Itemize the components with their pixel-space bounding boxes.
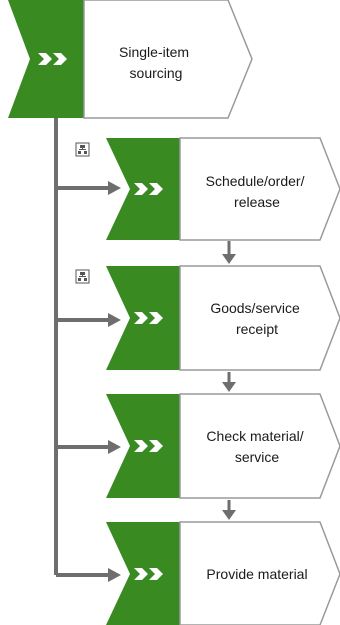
step-label: Goods/service receipt	[210, 300, 303, 337]
step-check-material-service[interactable]: Check material/ service	[106, 393, 340, 499]
branch-arrowhead	[108, 440, 121, 454]
step-label-line: receipt	[236, 321, 278, 337]
step-body	[179, 137, 340, 241]
process-chevron-icon	[38, 53, 67, 65]
process-chevron-icon	[134, 312, 163, 324]
sequence-arrowhead	[222, 382, 236, 392]
step-body	[179, 521, 340, 625]
sequence-arrowhead	[222, 254, 236, 264]
branch-arrowhead	[108, 181, 121, 195]
main-process-label-line: Single-item	[119, 44, 189, 60]
branch-arrowhead	[108, 568, 121, 582]
step-body	[179, 393, 340, 499]
assignment-hierarchy-icon[interactable]	[75, 142, 90, 157]
step-label-line: Provide material	[206, 566, 307, 582]
step-label-line: Check material/	[206, 428, 303, 444]
step-label-line: release	[234, 194, 280, 210]
main-process-body	[83, 0, 253, 119]
main-process-label: Single-item sourcing	[119, 44, 193, 81]
sequence-arrowhead	[222, 510, 236, 520]
process-chevron-icon	[134, 568, 163, 580]
assignment-hierarchy-icon[interactable]	[75, 269, 90, 284]
step-label: Provide material	[206, 566, 307, 582]
step-provide-material[interactable]: Provide material	[106, 521, 340, 625]
step-label: Schedule/order/ release	[206, 173, 309, 210]
main-process-node[interactable]: Single-item sourcing	[8, 0, 253, 119]
branch-arrowhead	[108, 313, 121, 327]
step-label-line: Goods/service	[210, 300, 300, 316]
step-label-line: Schedule/order/	[206, 173, 305, 189]
step-label: Check material/ service	[206, 428, 307, 465]
main-process-label-line: sourcing	[130, 65, 183, 81]
branch-connectors	[56, 181, 121, 582]
step-body	[179, 265, 340, 371]
step-schedule-order-release[interactable]: Schedule/order/ release	[106, 137, 340, 241]
sequence-connectors	[222, 241, 236, 520]
step-goods-service-receipt[interactable]: Goods/service receipt	[106, 265, 340, 371]
step-label-line: service	[235, 449, 280, 465]
process-chevron-icon	[134, 440, 163, 452]
process-chevron-icon	[134, 183, 163, 195]
